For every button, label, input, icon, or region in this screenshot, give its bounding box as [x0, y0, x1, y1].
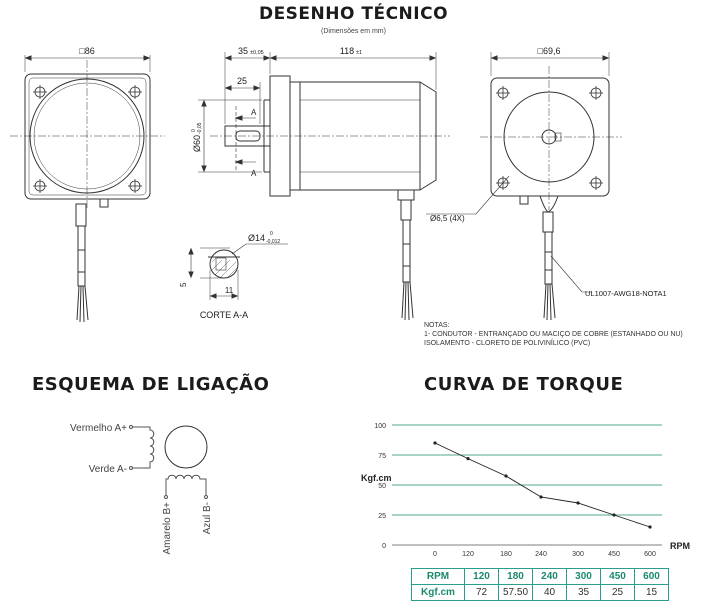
- table-cell-rpm: 240: [532, 568, 567, 585]
- wire-a-plus-label: Vermelho A+: [70, 423, 127, 434]
- side-view: [198, 52, 450, 321]
- torque-table: RPM 120 180 240 300 450 600 Kgf.cm 72 57…: [411, 568, 669, 601]
- key-length-label: 25: [237, 76, 247, 86]
- chart-y-tick-label: 0: [382, 543, 386, 550]
- table-cell-kgf: 57.50: [498, 584, 533, 601]
- chart-data-point: [576, 501, 580, 505]
- wire-b-minus-label: Azul B-: [202, 502, 213, 534]
- chart-x-tick-label: 120: [462, 551, 474, 558]
- chart-y-tick-label: 75: [378, 453, 386, 460]
- table-cell-rpm: 120: [464, 568, 499, 585]
- chart-y-tick-label: 100: [374, 423, 386, 430]
- table-row-kgf: Kgf.cm 72 57.50 40 35 25 15: [411, 584, 669, 601]
- chart-x-tick-label: 450: [608, 551, 620, 558]
- section-mark-top: A: [251, 108, 257, 117]
- chart-y-axis-label: Kgf.cm: [361, 473, 392, 483]
- chart-data-point: [612, 513, 616, 517]
- chart-y-tick-label: 50: [378, 483, 386, 490]
- table-cell-kgf: 25: [600, 584, 635, 601]
- shaft-tolerance-lower: -0,012: [266, 239, 280, 245]
- front-view: [10, 55, 165, 323]
- table-header-kgf: Kgf.cm: [411, 584, 465, 601]
- chart-x-tick-label: 300: [572, 551, 584, 558]
- pilot-tolerance-upper: 0: [191, 129, 197, 132]
- chart-series-line: [434, 442, 651, 528]
- wire-b-plus-label: Amarelo B+: [162, 502, 173, 555]
- notes-title: NOTAS:: [424, 322, 450, 329]
- chart-data-point: [539, 495, 543, 499]
- torque-heading: CURVA DE TORQUE: [424, 374, 624, 395]
- shaft-extension-tolerance: ±0,05: [250, 50, 264, 56]
- body-length-label: 118: [340, 46, 354, 56]
- chart-x-ticks: 0 120 180 240 300 450 600: [433, 551, 656, 558]
- chart-y-tick-label: 25: [378, 513, 386, 520]
- shaft-tolerance-upper: 0: [270, 231, 273, 237]
- notes-block: NOTAS: 1- CONDUTOR - ENTRANÇADO OU MACIÇ…: [424, 321, 683, 348]
- wire-a-minus-label: Verde A-: [89, 464, 127, 475]
- mounting-hole-label: Ø6,5 (4X): [430, 214, 465, 223]
- table-cell-kgf: 40: [532, 584, 567, 601]
- chart-data-point: [433, 441, 437, 445]
- table-cell-kgf: 15: [634, 584, 669, 601]
- shaft-diameter-label: Ø14: [248, 233, 265, 243]
- pilot-diameter-label: Ø60: [192, 135, 202, 152]
- chart-x-axis-label: RPM: [670, 541, 690, 551]
- shaft-width-label: 11: [225, 286, 234, 295]
- pilot-tolerance-lower: -0,05: [197, 122, 203, 134]
- section-label: CORTE A-A: [200, 310, 248, 320]
- chart-data-point: [504, 474, 508, 478]
- chart-data-point: [466, 457, 470, 461]
- chart-grid: [392, 424, 662, 546]
- section-mark-bottom: A: [251, 169, 257, 178]
- body-length-tolerance: ±1: [356, 50, 362, 56]
- front-width-label: □86: [79, 46, 94, 56]
- table-cell-kgf: 35: [566, 584, 601, 601]
- table-cell-rpm: 300: [566, 568, 601, 585]
- flat-dimension-label: 5: [179, 282, 188, 287]
- rear-view: [426, 52, 622, 321]
- notes-line-1: 1- CONDUTOR - ENTRANÇADO OU MACIÇO DE CO…: [424, 331, 683, 338]
- table-cell-rpm: 450: [600, 568, 635, 585]
- table-cell-kgf: 72: [464, 584, 499, 601]
- chart-data-point: [648, 525, 652, 529]
- cable-spec-label: UL1007-AWG18-NOTA1: [585, 289, 667, 298]
- chart-x-tick-label: 600: [644, 551, 656, 558]
- table-cell-rpm: 180: [498, 568, 533, 585]
- dimensions-subtitle: (Dimensões em mm): [321, 28, 386, 35]
- notes-line-2: ISOLAMENTO - CLORETO DE POLIVINÍLICO (PV…: [424, 340, 591, 347]
- table-header-rpm: RPM: [411, 568, 465, 585]
- table-row-rpm: RPM 120 180 240 300 450 600: [411, 568, 669, 585]
- chart-x-tick-label: 240: [535, 551, 547, 558]
- table-cell-rpm: 600: [634, 568, 669, 585]
- chart-x-tick-label: 0: [433, 551, 437, 558]
- shaft-extension-label: 35: [238, 46, 248, 56]
- chart-series: [433, 441, 652, 529]
- technical-drawing-heading: DESENHO TÉCNICO: [258, 4, 449, 24]
- wiring-heading: ESQUEMA DE LIGAÇÃO: [32, 374, 270, 395]
- technical-drawing: □86 35 ±0,05 118 ±1 25 A A Ø60 0 -0,05 □…: [10, 46, 667, 323]
- rear-width-label: □69,6: [538, 46, 561, 56]
- section-a-a: [188, 243, 288, 300]
- chart-x-tick-label: 180: [500, 551, 512, 558]
- chart-y-ticks: 0 25 50 75 100: [374, 423, 386, 550]
